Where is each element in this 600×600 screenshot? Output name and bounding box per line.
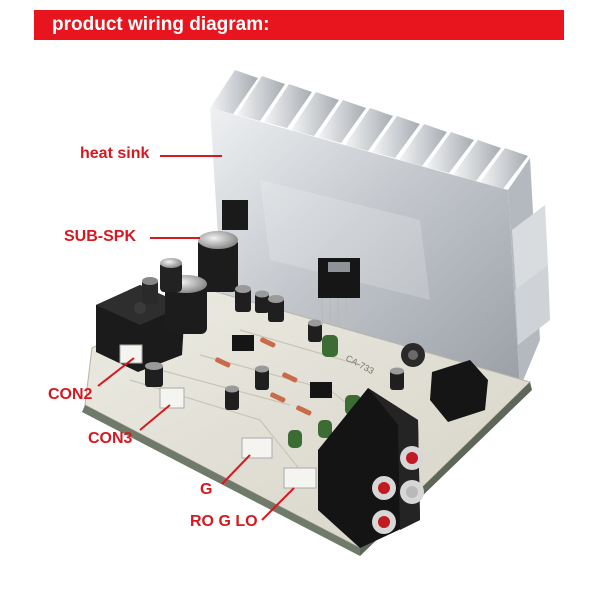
resistors [215,337,312,416]
power-amp-ic [222,200,360,325]
filter-capacitors [142,231,238,334]
label-con2: CON2 [48,386,93,403]
inductor [401,343,425,367]
connector-ro-g-lo [283,467,317,489]
label-ro-g-lo: RO G LO [190,513,258,530]
header-title: product wiring diagram: [52,14,270,35]
connector-con3 [159,387,185,409]
label-heat-sink: heat sink [80,145,150,162]
leader-g [221,454,251,485]
leader-con3 [139,404,171,431]
power-jack [430,360,488,422]
leader-lines [97,155,295,521]
connector-g [241,437,273,459]
leader-ro-g-lo [261,487,295,521]
label-g: G [200,481,213,498]
header-bar: product wiring diagram: [34,10,564,40]
connector-con2 [119,344,143,364]
small-capacitors [145,285,404,410]
rca-jack-block [318,388,424,548]
label-sub-spk: SUB-SPK [64,228,137,245]
ic-chips [232,335,332,398]
label-con3: CON3 [88,430,133,447]
bridge-rectifier [96,285,185,372]
leader-con2 [97,357,135,387]
